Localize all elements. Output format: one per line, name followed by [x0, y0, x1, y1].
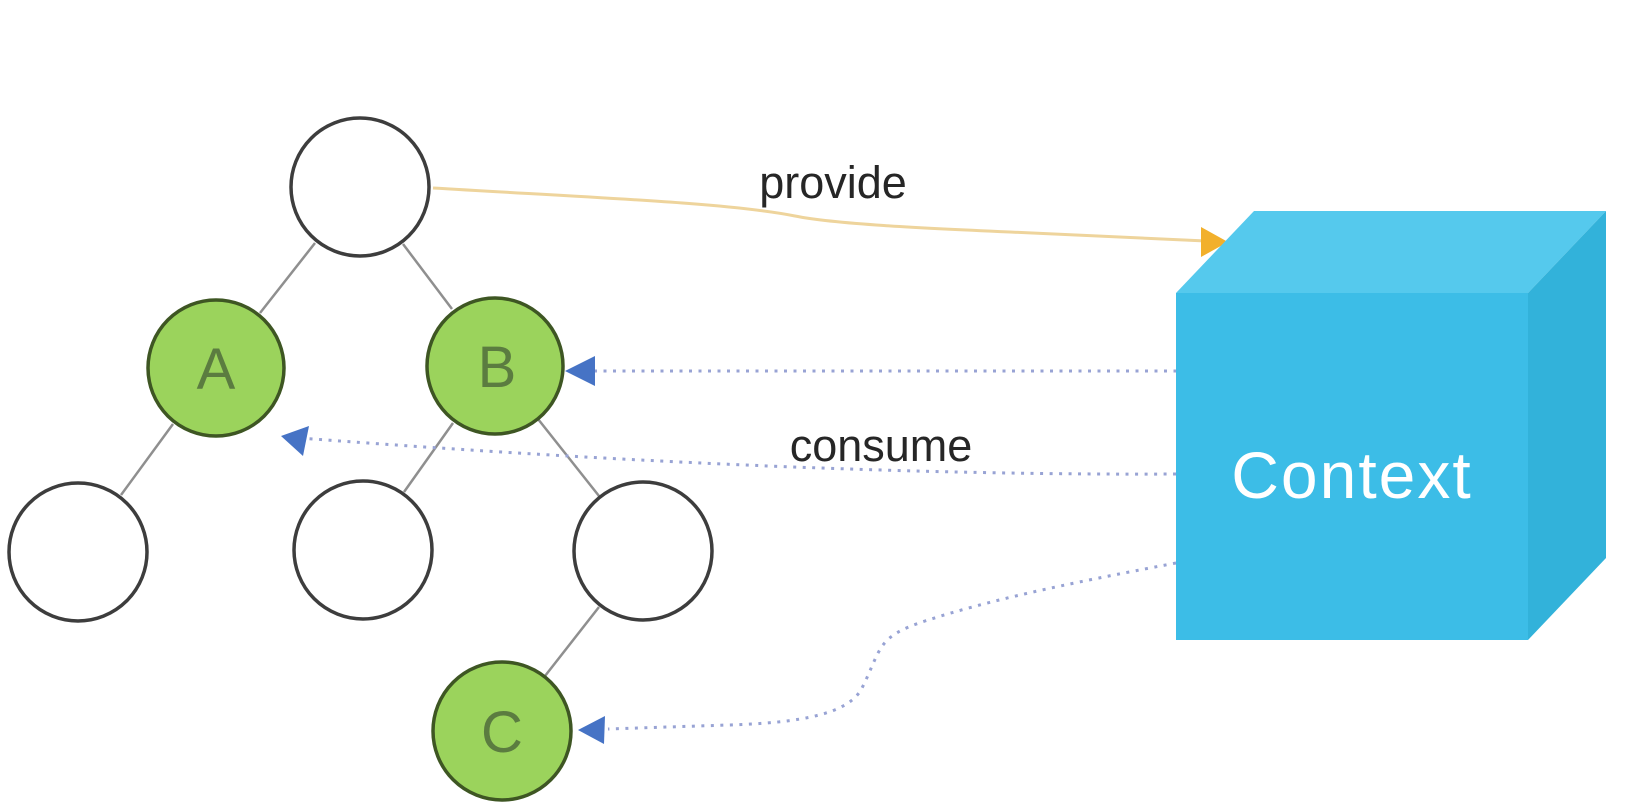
consume-arrowhead-to-b-icon — [565, 356, 595, 386]
provide-label: provide — [759, 157, 907, 208]
tree-edge-child-c — [544, 606, 600, 677]
node-a-label: A — [197, 337, 236, 402]
tree-edge-root-b — [402, 243, 453, 310]
provide-arrowhead-icon — [1201, 227, 1228, 257]
consume-line-to-c — [607, 561, 1177, 731]
tree-node-root-circle — [289, 116, 431, 258]
tree-node-c-circle — [431, 660, 573, 802]
consume-arrowheads — [281, 356, 605, 744]
tree-node-b-child-left-circle — [292, 479, 434, 621]
cube-right-face — [1528, 211, 1606, 640]
tree-edge-b-child-left — [402, 422, 455, 493]
provide-line — [432, 186, 1207, 243]
consume-label: consume — [790, 420, 973, 471]
tree-node-b-child-right-circle — [572, 480, 714, 622]
consume-line-to-a — [299, 436, 1177, 476]
tree-node-b-circle — [425, 296, 565, 436]
tree-nodes — [7, 116, 714, 802]
node-c-label: C — [481, 700, 523, 765]
context-cube: Context — [1176, 211, 1606, 640]
tree-node-a-circle — [146, 298, 286, 438]
cube-top-face — [1176, 211, 1606, 293]
tree-edge-root-a — [259, 242, 316, 314]
tree-node-a-child-circle — [7, 481, 149, 623]
tree-edge-a-child — [119, 423, 175, 496]
consume-arrowhead-to-c-icon — [578, 716, 605, 744]
context-label: Context — [1231, 438, 1472, 512]
node-b-label: B — [478, 335, 517, 400]
tree-node-labels: A B C — [197, 335, 523, 765]
consume-arrows — [299, 369, 1177, 731]
cube-front-face — [1176, 293, 1528, 640]
consume-arrowhead-to-a-icon — [281, 426, 309, 456]
